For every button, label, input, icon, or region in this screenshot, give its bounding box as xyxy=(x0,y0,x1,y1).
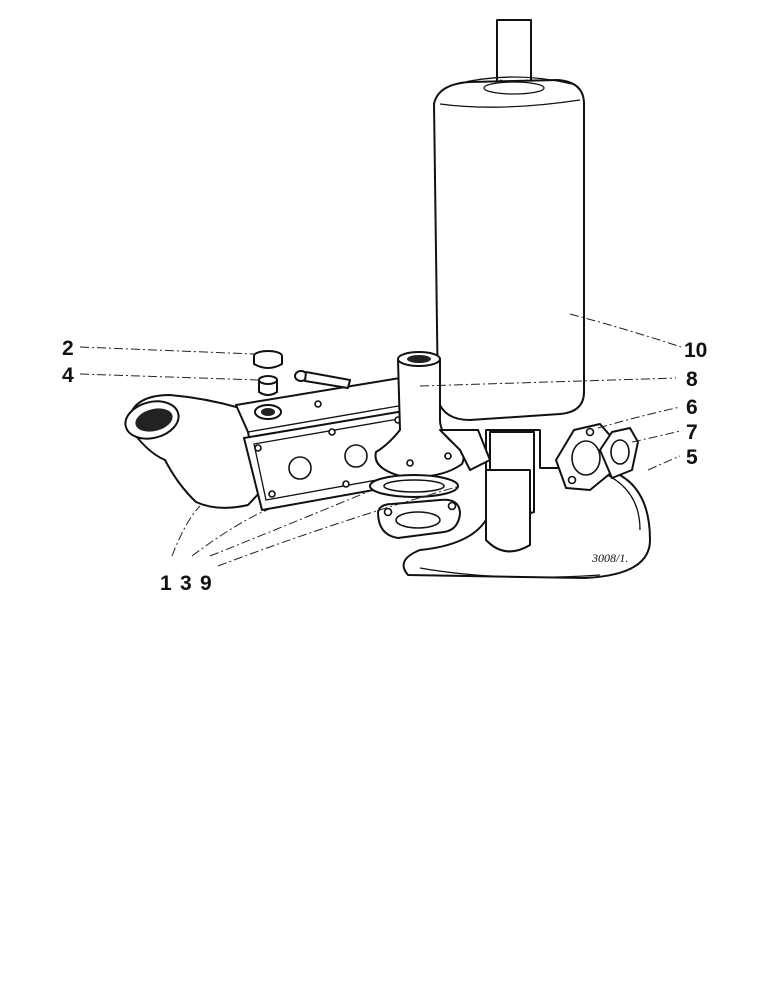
leader-5 xyxy=(647,455,681,471)
sealing-plug-2 xyxy=(253,350,283,369)
leader-1 xyxy=(171,505,201,557)
leader-8 xyxy=(419,377,677,387)
leader-2 xyxy=(79,346,255,355)
callout-6: 6 xyxy=(686,396,698,419)
leader-9 xyxy=(209,489,373,557)
sealing-plug-4 xyxy=(258,375,278,396)
downpipe-8 xyxy=(374,351,491,478)
drawing-reference: 3008/1. xyxy=(591,551,628,565)
callout-10: 10 xyxy=(684,339,707,362)
gasket-7 xyxy=(599,427,639,479)
silencer-10 xyxy=(433,76,585,421)
leader-lines xyxy=(79,313,685,567)
callout-4: 4 xyxy=(62,364,74,387)
manifold-flange-6 xyxy=(555,423,615,491)
leader-6 xyxy=(597,406,681,429)
callout-1: 1 xyxy=(160,572,172,595)
flange-gasket-9 xyxy=(369,474,459,498)
outlet-flange xyxy=(377,498,461,539)
pipe-stub xyxy=(485,431,535,553)
leader-9b xyxy=(217,485,461,567)
callout-7: 7 xyxy=(686,421,698,444)
callout-8: 8 xyxy=(686,368,698,391)
manifold-boss xyxy=(254,404,282,420)
callout-2: 2 xyxy=(62,337,74,360)
callout-9: 9 xyxy=(200,572,212,595)
callout-3: 3 xyxy=(180,572,192,595)
leader-3 xyxy=(191,507,273,557)
clamp-bolt xyxy=(294,370,351,389)
leader-10 xyxy=(569,313,685,349)
leader-4 xyxy=(79,373,259,381)
callout-5: 5 xyxy=(686,446,698,469)
leader-7 xyxy=(631,430,681,443)
